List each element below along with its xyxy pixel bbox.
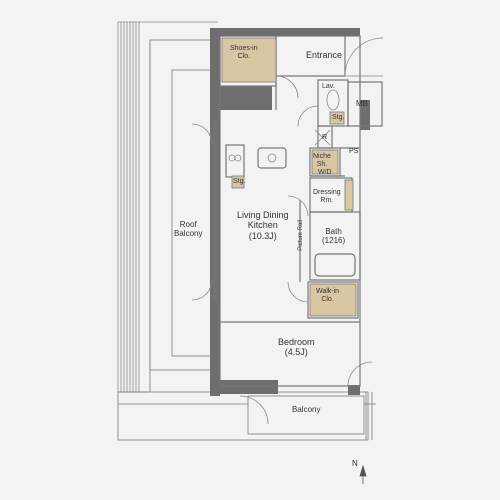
label-ldk: Living Dining Kitchen (10.3J) [237,210,289,241]
label-bedroom: Bedroom (4.5J) [278,337,315,358]
label-mb: MB [356,99,368,108]
roof-balcony-railing [117,21,218,393]
lower-balcony [117,391,376,441]
label-bath: Bath (1216) [322,227,346,246]
storage-areas [221,37,357,317]
label-dressing: Dressing Rm. [313,189,341,205]
label-niche: Niche Sh. [313,153,331,169]
label-r: R [322,134,328,141]
label-ps: PS [349,148,359,155]
structural-walls [210,28,370,396]
fixtures [228,89,340,163]
label-walkin-closet: Walk-in Clo. [316,288,340,304]
label-shoes-in-closet: Shoes-in Clo. [230,45,258,61]
label-roof-balcony: Roof Balcony [174,220,203,239]
label-entrance: Entrance [306,50,343,60]
label-stg-lav: Stg. [332,114,345,121]
roof-balcony-outline [149,39,213,392]
door-swings [191,37,384,425]
compass-icon [359,464,367,484]
label-lav: Lav. [322,83,335,90]
label-compass-n: N [352,459,358,468]
label-stg-kitchen: Stg. [233,178,246,185]
label-wd: W/D [318,169,332,176]
label-balcony: Balcony [292,405,321,414]
label-picture-rail: Picture Rail [298,220,304,251]
